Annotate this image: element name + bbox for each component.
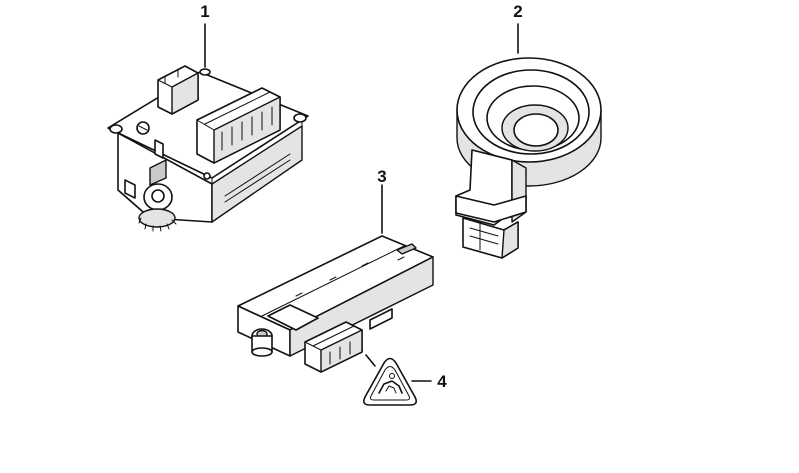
part-1-control-module[interactable] (107, 23, 309, 232)
part-2-ignition-coil-ring[interactable] (455, 23, 602, 259)
part-3-electronic-module[interactable] (237, 184, 434, 373)
callout-2: 2 (513, 2, 522, 21)
part-4-warning-label[interactable] (363, 354, 432, 406)
callout-3: 3 (377, 167, 386, 186)
callout-1: 1 (200, 2, 209, 21)
callout-4: 4 (437, 372, 447, 391)
